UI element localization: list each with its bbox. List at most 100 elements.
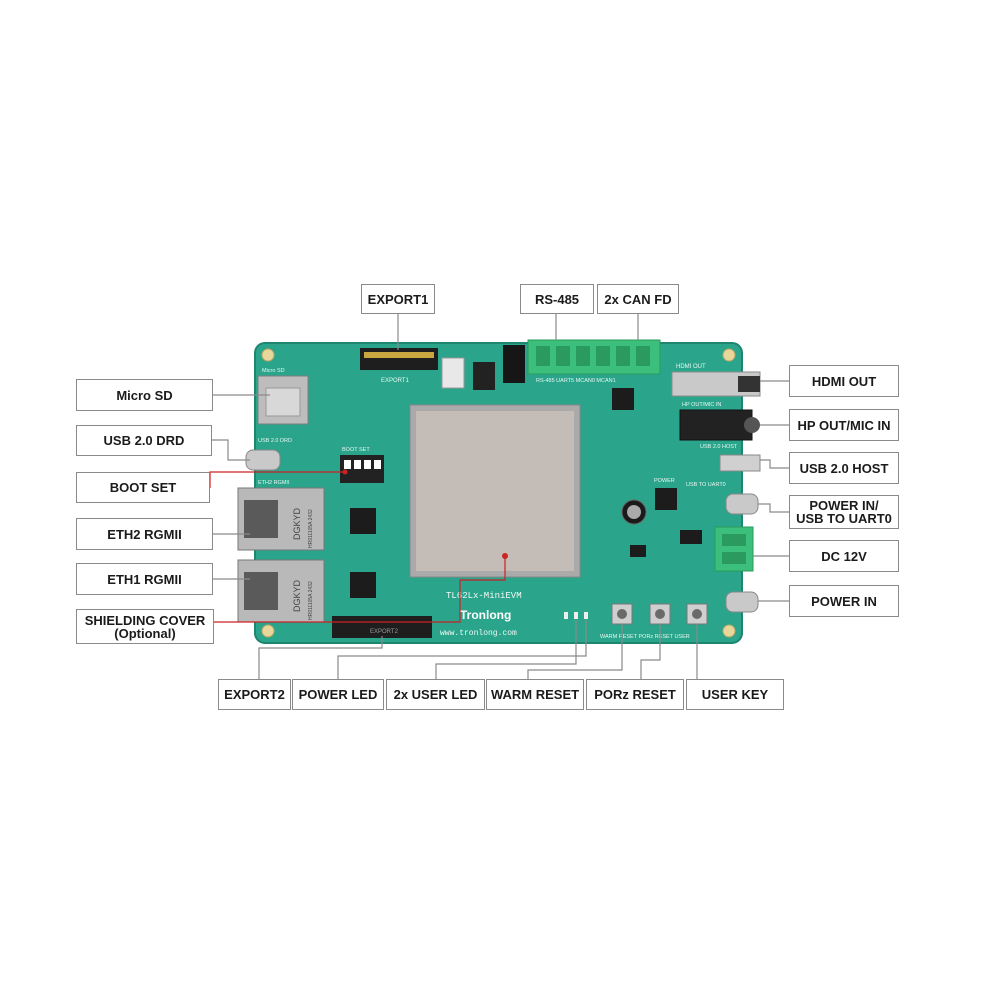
terminal-slot <box>556 346 570 366</box>
label-export2: EXPORT2 <box>218 679 291 710</box>
label-user-key: USER KEY <box>686 679 784 710</box>
label-shielding-line2: (Optional) <box>114 625 176 641</box>
export1-pins <box>364 352 434 358</box>
silk-rs485: RS-485 UART5 MCAN0 MCAN1 <box>536 378 616 384</box>
user-key-button-cap <box>692 609 702 619</box>
leader-dot <box>502 553 508 559</box>
label-boot-set: BOOT SET <box>76 472 210 503</box>
warm-reset-button-cap <box>617 609 627 619</box>
label-user-led: 2x USER LED <box>386 679 485 710</box>
porz-reset-button-cap <box>655 609 665 619</box>
label-warm-reset: WARM RESET <box>486 679 584 710</box>
usb-drd-connector <box>245 449 281 471</box>
mount-hole <box>261 624 275 638</box>
leader-user-led <box>435 620 577 679</box>
rj45-eth1-port <box>244 572 278 610</box>
silk-hp: HP OUT/MIC IN <box>682 402 721 408</box>
silk-buttons: WARM RESET PORz RESET USER <box>600 634 690 640</box>
silk-eth2: ETH2 RGMII <box>258 480 290 486</box>
silk-export2: EXPORT2 <box>370 629 399 635</box>
silk-usb-drd: USB 2.0 DRD <box>258 438 292 444</box>
leader-power-led <box>337 620 587 679</box>
leader-usb-drd <box>212 439 250 461</box>
dip-toggle <box>364 460 371 469</box>
terminal-slot <box>596 346 610 366</box>
micro-sd-inner <box>265 387 301 417</box>
dip-toggle <box>344 460 351 469</box>
terminal-slot <box>536 346 550 366</box>
rj45-eth2-brand: DGKYD <box>292 507 302 540</box>
mount-hole <box>722 624 736 638</box>
usb-host-connector <box>719 454 761 472</box>
ic <box>680 530 702 544</box>
silk-power: POWER <box>654 478 675 484</box>
usb-c-power <box>725 591 759 613</box>
dc-slot <box>722 552 746 564</box>
audio-jack <box>679 409 753 441</box>
rj45-eth1-brand: DGKYD <box>292 579 302 612</box>
rj45-eth2-text: HR911105A 2432 <box>308 509 314 548</box>
terminal-slot <box>636 346 650 366</box>
label-power-led: POWER LED <box>292 679 384 710</box>
label-can-fd: 2x CAN FD <box>597 284 679 314</box>
rj45-eth1-text: HR911105A 2432 <box>308 581 314 620</box>
label-power-in: POWER IN <box>789 585 899 617</box>
label-eth1: ETH1 RGMII <box>76 563 213 595</box>
leader-boot-set <box>209 471 345 488</box>
silk-boot: BOOT SET <box>342 447 370 453</box>
label-eth2: ETH2 RGMII <box>76 518 213 550</box>
power-led <box>584 612 588 619</box>
silk-uart: USB TO UART0 <box>686 482 726 488</box>
som-shield <box>416 411 574 571</box>
ic <box>630 545 646 557</box>
mount-hole <box>261 348 275 362</box>
board-model: TL62Lx-MiniEVM <box>446 591 522 601</box>
label-power-uart-line2: USB TO UART0 <box>796 511 892 526</box>
leader-porz-reset <box>640 624 661 679</box>
label-hdmi-out: HDMI OUT <box>789 365 899 397</box>
leader-power-uart <box>758 503 789 513</box>
board-brand: Tronlong <box>460 608 511 622</box>
terminal-slot <box>616 346 630 366</box>
dip-toggle <box>374 460 381 469</box>
ic <box>612 388 634 410</box>
capacitor-top <box>627 505 641 519</box>
hdmi-port <box>738 376 760 392</box>
label-usb-drd: USB 2.0 DRD <box>76 425 212 456</box>
top-ic <box>503 345 525 383</box>
board-url: www.tronlong.com <box>440 629 517 638</box>
top-switch <box>441 357 465 389</box>
top-ic-2 <box>473 362 495 390</box>
ic <box>655 488 677 510</box>
silk-hdmi: HDMI OUT <box>676 364 706 370</box>
phy-chip <box>350 508 376 534</box>
terminal-slot <box>576 346 590 366</box>
leader-export2 <box>258 636 383 679</box>
rj45-eth2-port <box>244 500 278 538</box>
label-shielding-line1: SHIELDING COVER <box>84 612 206 628</box>
export1-connector <box>360 348 438 370</box>
label-usb-host: USB 2.0 HOST <box>789 452 899 484</box>
label-hp-out: HP OUT/MIC IN <box>789 409 899 441</box>
user-led <box>574 612 578 619</box>
silk-micro-sd: Micro SD <box>262 368 285 374</box>
leader-usb-host <box>760 459 789 469</box>
phy-chip <box>350 572 376 598</box>
label-power-in-uart: POWER IN/ USB TO UART0 <box>789 495 899 529</box>
label-shielding-cover: SHIELDING COVER (Optional) <box>76 609 214 644</box>
audio-jack-hole <box>744 417 760 433</box>
label-export1: EXPORT1 <box>361 284 435 314</box>
label-micro-sd: Micro SD <box>76 379 213 411</box>
silk-export1: EXPORT1 <box>381 378 410 384</box>
leader-warm-reset <box>527 624 623 679</box>
label-dc12v: DC 12V <box>789 540 899 572</box>
silk-usb-host: USB 2.0 HOST <box>700 444 738 450</box>
label-rs485: RS-485 <box>520 284 594 314</box>
leader-dot <box>342 469 348 475</box>
dc-terminal <box>714 526 754 572</box>
label-power-uart-line1: POWER IN/ <box>809 498 879 513</box>
usb-c-uart <box>725 493 759 515</box>
mount-hole <box>722 348 736 362</box>
